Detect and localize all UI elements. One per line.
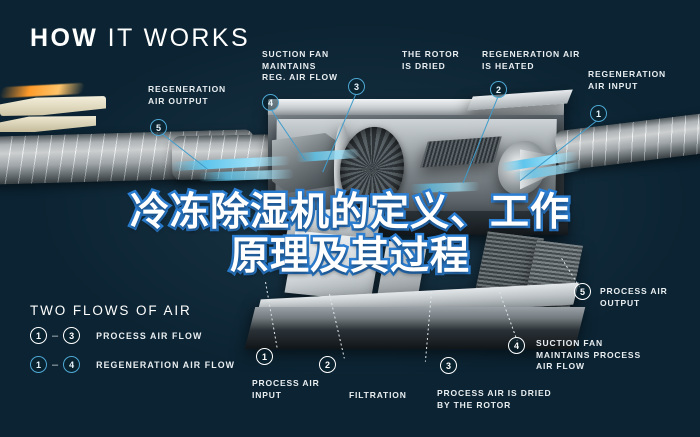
marker-3-process-air-dried[interactable]: 3	[440, 357, 457, 374]
page-title: HOW IT WORKS	[30, 24, 250, 53]
legend-marker-from-1: 1	[30, 327, 47, 344]
legend-marker-to-4-blue: 4	[63, 356, 81, 373]
airflow-vane-2	[0, 116, 96, 132]
base-platform	[244, 307, 586, 349]
legend-label-regeneration-air-flow: REGENERATION AIR FLOW	[96, 359, 236, 370]
legend-dash-1: –	[52, 329, 59, 342]
page-title-light: IT WORKS	[107, 24, 251, 52]
legend-marker-to-3: 3	[63, 327, 81, 344]
marker-1-process-air-input[interactable]: 1	[256, 348, 273, 365]
legend-dash-2: –	[52, 358, 59, 371]
marker-2-reg-air-heated[interactable]: 2	[490, 81, 507, 98]
marker-2-filtration[interactable]: 2	[319, 356, 336, 373]
legend-row-process: 1 – 3 PROCESS AIR FLOW	[30, 327, 202, 344]
marker-1-reg-air-input[interactable]: 1	[590, 105, 607, 122]
overlay-title-line1: 冷冻除湿机的定义、工作	[127, 188, 571, 238]
legend-row-regeneration: 1 – 4 REGENERATION AIR FLOW	[30, 356, 235, 373]
overlay-title-line2: 原理及其过程	[227, 232, 471, 282]
legend-title: TWO FLOWS OF AIR	[30, 303, 192, 318]
marker-5-process-air-output[interactable]: 5	[574, 283, 591, 300]
marker-4-suction-fan-reg[interactable]: 4	[262, 94, 279, 111]
marker-5-regeneration-output[interactable]: 5	[150, 119, 167, 136]
legend-marker-from-1-blue: 1	[30, 356, 47, 373]
callout-label-filtration: FILTRATION	[349, 390, 407, 400]
marker-4-suction-fan-process[interactable]: 4	[508, 337, 525, 354]
airflow-vane-1	[0, 96, 106, 116]
dehumidifier-illustration	[0, 82, 700, 385]
legend-label-process-air-flow: PROCESS AIR FLOW	[96, 330, 203, 341]
marker-3-rotor-dried[interactable]: 3	[348, 78, 365, 95]
heater-glow	[0, 82, 86, 99]
page-title-bold: HOW	[30, 24, 99, 52]
